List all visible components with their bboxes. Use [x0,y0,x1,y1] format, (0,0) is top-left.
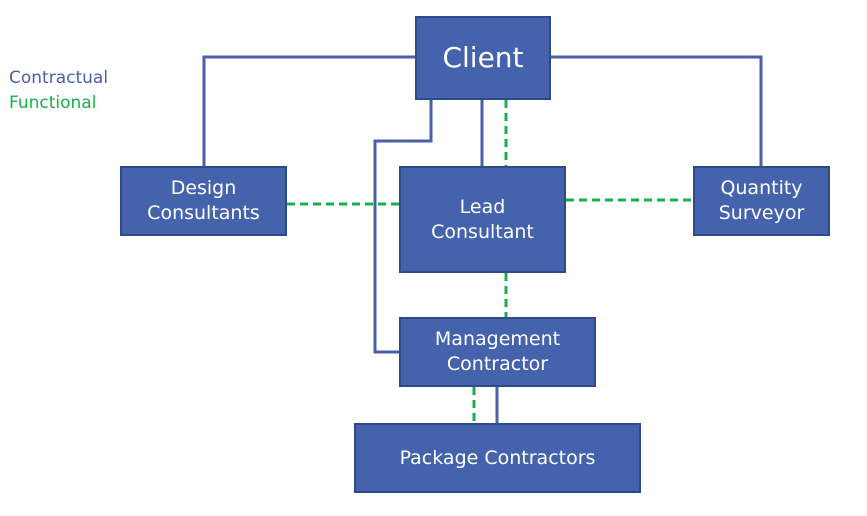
node-package-contractors[interactable]: Package Contractors [354,423,641,493]
node-design-consultants[interactable]: Design Consultants [120,166,287,236]
line-client-mc-contractual [373,100,433,354]
node-client[interactable]: Client [415,16,551,100]
legend-contractual: Contractual [9,68,109,88]
line-client-qs-contractual [551,55,763,166]
node-quantity-surveyor[interactable]: Quantity Surveyor [693,166,830,236]
line-client-design-contractual [202,55,415,166]
legend-functional: Functional [9,93,97,113]
node-management-contractor[interactable]: Management Contractor [399,317,596,387]
node-lead-consultant[interactable]: Lead Consultant [399,166,566,273]
